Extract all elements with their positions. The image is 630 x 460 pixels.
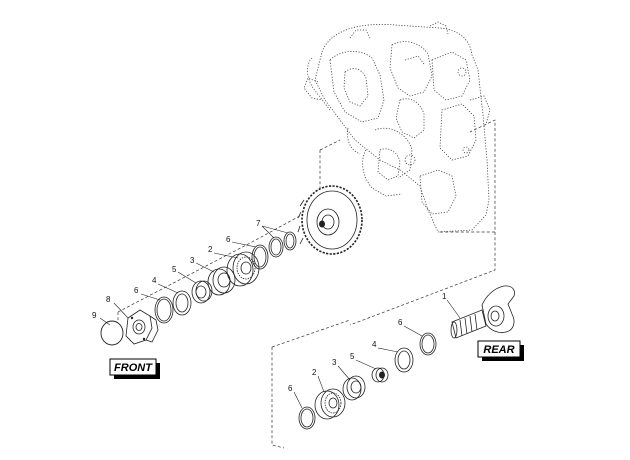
rear-assembly [298, 285, 515, 430]
bearing-rear-large [314, 388, 346, 420]
drive-shaft [450, 285, 515, 339]
bearing-front-large [226, 251, 260, 287]
callout-6: 6 [226, 235, 231, 244]
callout-7: 7 [256, 219, 261, 228]
callout-6: 6 [398, 318, 403, 327]
bearing-rear-small [342, 375, 366, 401]
snap-ring-front-2 [251, 244, 269, 270]
washer-rear [394, 347, 414, 373]
snap-ring-rear-1 [419, 332, 437, 356]
callout-3: 3 [190, 256, 195, 265]
callout-6: 6 [134, 286, 139, 295]
callout-3: 3 [332, 358, 337, 367]
front-label: FRONT [114, 362, 153, 374]
callout-2: 2 [312, 368, 317, 377]
callout-1: 1 [442, 292, 447, 301]
rear-label: REAR [483, 344, 514, 356]
callout-5: 5 [350, 352, 355, 361]
seal-front [191, 280, 213, 304]
callout-2: 2 [208, 245, 213, 254]
cover-disc [100, 320, 124, 346]
rear-tag: REAR [477, 340, 524, 361]
snap-ring-front-1 [154, 296, 174, 324]
transmission-housing [303, 21, 491, 233]
bearing-front-small [207, 266, 236, 296]
phantom-boundary-lines [117, 119, 496, 449]
callout-5: 5 [172, 265, 177, 274]
output-flange [125, 309, 159, 345]
callout-8: 8 [106, 295, 111, 304]
callout-numbers: 9 8 6 4 5 3 2 6 7 1 6 4 5 3 2 6 [92, 219, 447, 393]
washer-front [172, 290, 192, 316]
callout-4: 4 [372, 340, 377, 349]
front-assembly [100, 231, 297, 346]
callout-9: 9 [92, 311, 97, 320]
seal-rear [371, 367, 389, 383]
front-tag: FRONT [109, 358, 160, 379]
large-spur-gear [297, 185, 363, 255]
retaining-rings-pair [268, 231, 297, 258]
leader-lines [99, 225, 461, 409]
callout-6: 6 [288, 384, 293, 393]
callout-4: 4 [152, 276, 157, 285]
snap-ring-rear-2 [298, 406, 316, 430]
